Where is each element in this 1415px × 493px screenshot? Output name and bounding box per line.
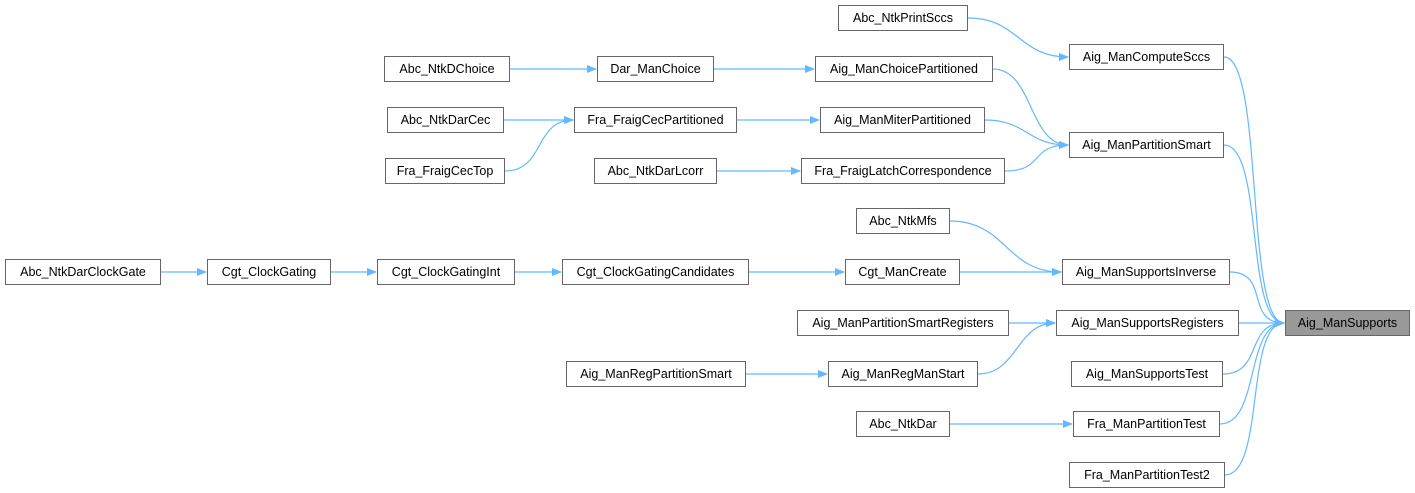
edge-n24-to-n0 [1222, 319, 1285, 375]
graph-node-cgt-clockgatingcandidates[interactable]: Cgt_ClockGatingCandidates [562, 259, 749, 285]
graph-node-cgt-clockgatingint[interactable]: Cgt_ClockGatingInt [377, 259, 515, 285]
graph-node-aig-manpartitionsmart[interactable]: Aig_ManPartitionSmart [1069, 132, 1224, 158]
graph-node-dar-manchoice[interactable]: Dar_ManChoice [597, 56, 714, 82]
graph-node-abc-ntkdarlcorr[interactable]: Abc_NtkDarLcorr [594, 158, 717, 184]
graph-node-aig-manregmanstart[interactable]: Aig_ManRegManStart [828, 361, 978, 387]
graph-node-cgt-clockgating[interactable]: Cgt_ClockGating [207, 259, 331, 285]
graph-node-aig-manmiterpartitioned[interactable]: Aig_ManMiterPartitioned [820, 107, 985, 133]
graph-node-aig-mansupportsregisters[interactable]: Aig_ManSupportsRegisters [1056, 310, 1239, 336]
edge-n27-to-n0 [1224, 319, 1285, 476]
graph-node-fra-fraigcectop[interactable]: Fra_FraigCecTop [385, 158, 505, 184]
graph-node-fra-fraigcecpartitioned[interactable]: Fra_FraigCecPartitioned [574, 107, 737, 133]
edge-n4-to-n3 [992, 68, 1069, 149]
graph-node-fra-manpartitiontest2[interactable]: Fra_ManPartitionTest2 [1069, 462, 1225, 488]
edge-n11-to-n3 [1004, 141, 1069, 172]
graph-node-fra-manpartitiontest[interactable]: Fra_ManPartitionTest [1073, 411, 1220, 437]
graph-node-cgt-mancreate[interactable]: Cgt_ManCreate [845, 259, 960, 285]
graph-node-abc-ntkprintsccs[interactable]: Abc_NtkPrintSccs [838, 5, 968, 31]
edge-n7-to-n3 [984, 119, 1069, 149]
graph-node-aig-mancomputesccs[interactable]: Aig_ManComputeSccs [1069, 44, 1224, 70]
graph-node-aig-mansupports: Aig_ManSupports [1285, 310, 1410, 336]
edge-n3-to-n0 [1223, 144, 1285, 327]
graph-node-abc-ntkdarcec[interactable]: Abc_NtkDarCec [387, 107, 504, 133]
graph-node-aig-mansupportstest[interactable]: Aig_ManSupportsTest [1071, 361, 1223, 387]
graph-node-abc-ntkdar[interactable]: Abc_NtkDar [856, 411, 950, 437]
graph-node-fra-fraiglatchcorrespondence[interactable]: Fra_FraigLatchCorrespondence [801, 158, 1005, 184]
edge-n13-to-n0 [1229, 271, 1285, 327]
graph-node-abc-ntkdarclockgate[interactable]: Abc_NtkDarClockGate [5, 259, 161, 285]
edge-n14-to-n13 [949, 220, 1062, 276]
graph-node-aig-manchoicepartitioned[interactable]: Aig_ManChoicePartitioned [815, 56, 993, 82]
edge-n2-to-n1 [967, 17, 1069, 61]
edge-n10-to-n8 [504, 116, 574, 172]
edge-n1-to-n0 [1223, 56, 1285, 327]
graph-node-abc-ntkmfs[interactable]: Abc_NtkMfs [856, 208, 950, 234]
graph-node-aig-manregpartitionsmart[interactable]: Aig_ManRegPartitionSmart [566, 361, 746, 387]
edge-n25-to-n0 [1219, 319, 1285, 425]
edge-n22-to-n20 [977, 319, 1056, 375]
graph-node-abc-ntkdchoice[interactable]: Abc_NtkDChoice [384, 56, 510, 82]
graph-node-aig-mansupportsinverse[interactable]: Aig_ManSupportsInverse [1062, 259, 1230, 285]
graph-node-aig-manpartitionsmartregisters[interactable]: Aig_ManPartitionSmartRegisters [797, 310, 1009, 336]
